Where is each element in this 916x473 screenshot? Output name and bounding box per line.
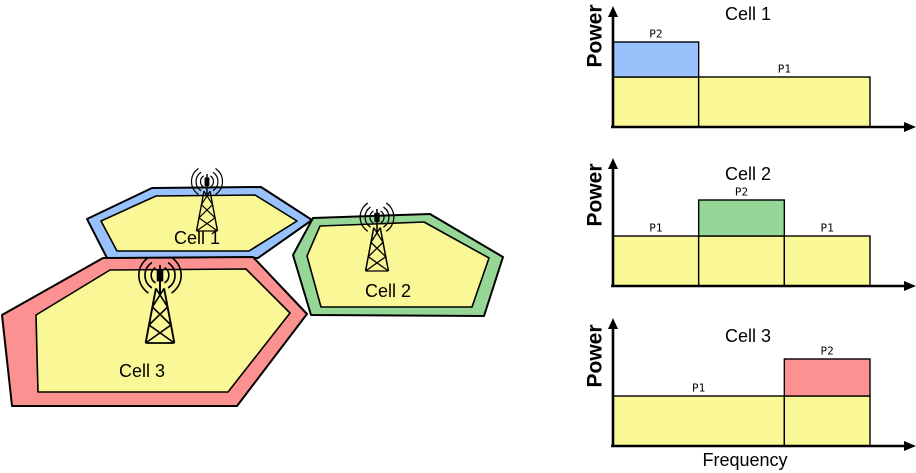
chart-1-base-band-rect (697, 76, 871, 128)
band-label-P1: P1 (821, 222, 834, 235)
chart-3-base-band-rect (783, 395, 871, 447)
signal-wave-arc (150, 267, 156, 284)
y-axis-arrowhead-icon (608, 6, 618, 17)
cell-2-area-hexagon (306, 221, 490, 308)
chart-2-base-band-rect (612, 235, 700, 287)
x-axis-arrowhead-icon (904, 281, 916, 291)
signal-wave-arc (215, 168, 224, 195)
signal-wave-arc (195, 171, 202, 192)
signal-wave-arc (385, 202, 395, 232)
signal-wave-arc (138, 257, 149, 294)
chart-1-title: Cell 1 (725, 4, 771, 24)
signal-wave-arc (167, 262, 176, 289)
y-axis-arrowhead-icon (608, 158, 618, 169)
x-axis-arrowhead-icon (904, 122, 916, 132)
chart-3-title: Cell 3 (725, 326, 771, 346)
signal-wave-arc (199, 175, 204, 188)
cell-3-group: Cell 3 (1, 256, 308, 407)
chart-1-base-band-rect (612, 76, 700, 128)
cell-1-area-hexagon (100, 194, 298, 252)
band-label-P2: P2 (821, 345, 834, 358)
cell-1-group: Cell 1 (86, 168, 313, 259)
signal-wave-arc (171, 257, 182, 294)
band-label-P1: P1 (778, 63, 791, 76)
signal-wave-arc (210, 175, 215, 188)
cell-1-map-label: Cell 1 (174, 228, 220, 248)
band-label-P2: P2 (735, 186, 748, 199)
chart-3-base-band-rect (612, 395, 786, 447)
signal-wave-arc (369, 210, 374, 224)
chart-2-base-band-rect (783, 235, 871, 287)
signal-wave-arc (164, 267, 170, 284)
band-label-P2: P2 (649, 28, 662, 41)
chart-3-boost-band-rect (783, 358, 871, 397)
chart-2-title: Cell 2 (725, 164, 771, 184)
y-axis-label-power: Power (584, 4, 607, 67)
antenna-box (374, 212, 380, 223)
cell-2-map-label: Cell 2 (365, 281, 411, 301)
cell-3-antenna-tower-icon (138, 257, 182, 344)
cell-2-antenna-tower-icon (359, 202, 395, 272)
y-axis-label-power: Power (584, 163, 607, 226)
signal-wave-arc (364, 206, 371, 228)
antenna-box (204, 177, 210, 186)
chart-1-boost-band-rect (612, 41, 700, 78)
chart-2-base-band-rect (697, 235, 786, 287)
cell-1-antenna-tower-icon (190, 168, 224, 232)
chart-2-boost-band-rect (697, 199, 786, 237)
band-label-P1: P1 (649, 222, 662, 235)
cell-3-map-label: Cell 3 (119, 361, 165, 381)
signal-wave-arc (190, 168, 199, 195)
cell-2-group: Cell 2 (292, 202, 504, 317)
y-axis-label-power: Power (584, 324, 607, 387)
signal-wave-arc (383, 206, 390, 228)
signal-wave-arc (212, 171, 219, 192)
x-axis-label-frequency: Frequency (702, 450, 787, 470)
x-axis-arrowhead-icon (904, 441, 916, 451)
cell-map-diagram: Cell 1 Cell 2 Cell 3 (1, 168, 504, 407)
signal-wave-arc (144, 262, 153, 289)
band-label-P1: P1 (692, 382, 705, 395)
y-axis-arrowhead-icon (608, 318, 618, 329)
signal-wave-arc (380, 210, 385, 224)
signal-wave-arc (359, 202, 369, 232)
antenna-box (156, 269, 164, 282)
